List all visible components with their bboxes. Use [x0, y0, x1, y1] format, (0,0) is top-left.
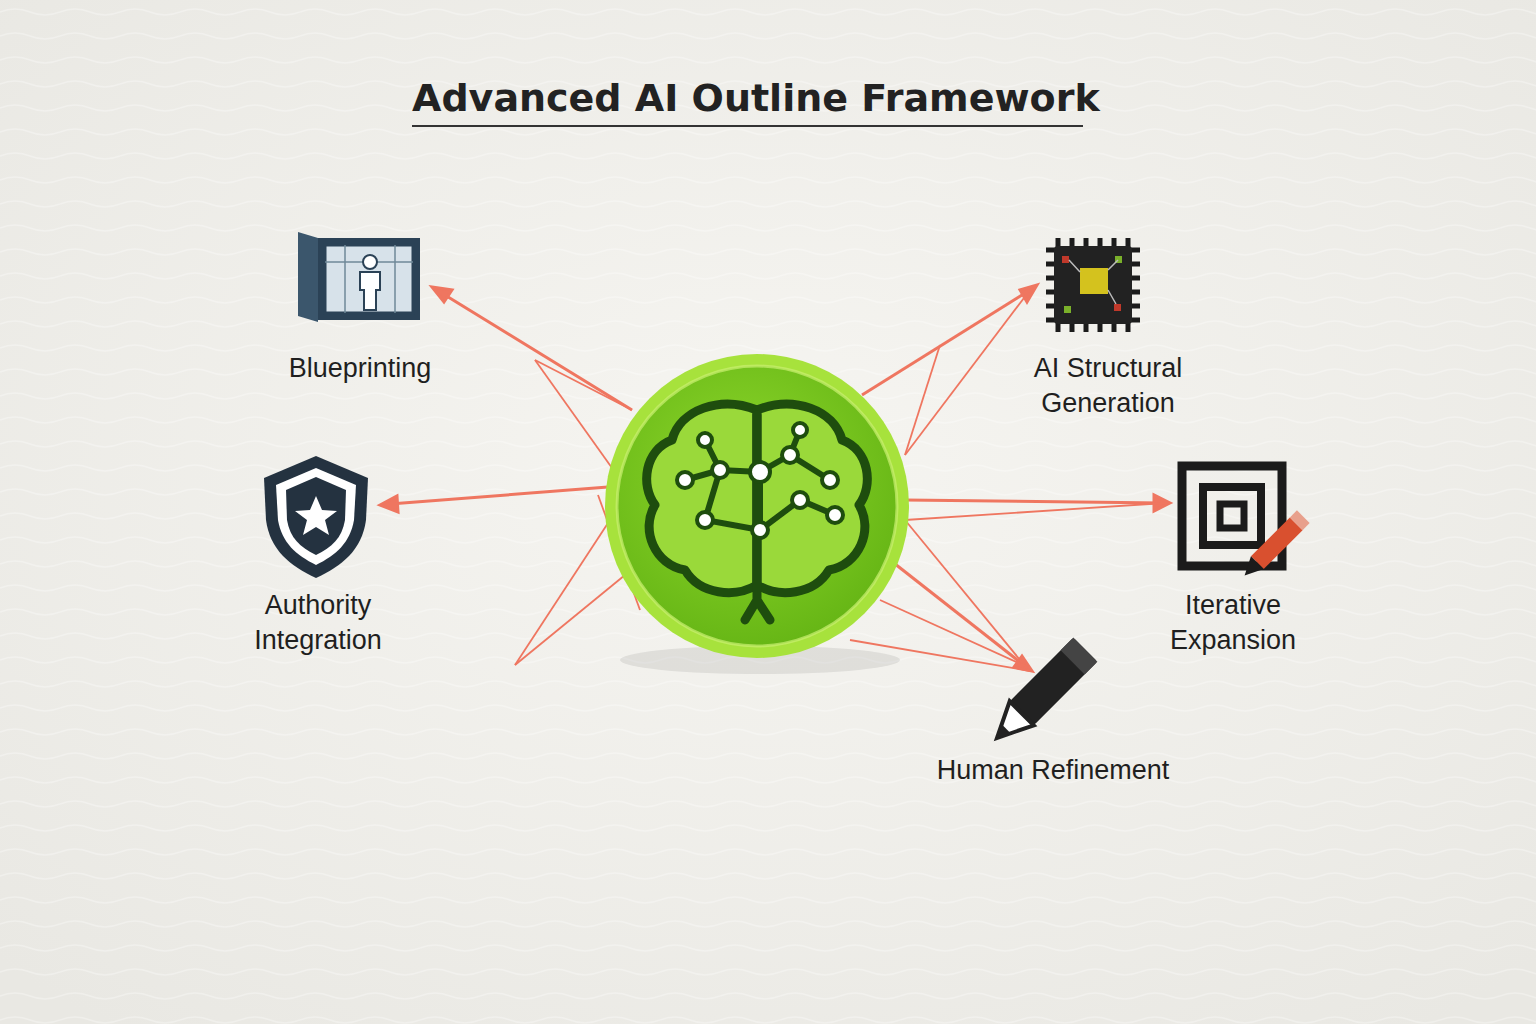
node-label: Iterative Expansion	[1128, 588, 1338, 658]
node-label: AI Structural Generation	[1003, 351, 1213, 421]
node-label: Authority Integration	[213, 588, 423, 658]
node-label: Human Refinement	[898, 753, 1208, 788]
title-rule	[412, 125, 1083, 127]
pencil-icon	[985, 638, 1097, 750]
node-label: Blueprinting	[245, 351, 475, 386]
spoke-lines	[380, 285, 1170, 671]
icon-node: Blueprinting	[245, 351, 475, 386]
icon-node: AI Structural Generation	[1003, 351, 1213, 421]
chip-icon	[1046, 238, 1140, 332]
iteration-icon	[1182, 466, 1310, 582]
icon-node: Authority Integration	[213, 588, 423, 658]
icon-node: Iterative Expansion	[1128, 588, 1338, 658]
blueprint-icon	[298, 232, 420, 322]
icon-node: Human Refinement	[898, 753, 1208, 788]
shield-icon	[264, 456, 368, 578]
diagram-title: Advanced AI Outline Framework	[412, 76, 1084, 120]
brain-badge	[605, 354, 909, 674]
